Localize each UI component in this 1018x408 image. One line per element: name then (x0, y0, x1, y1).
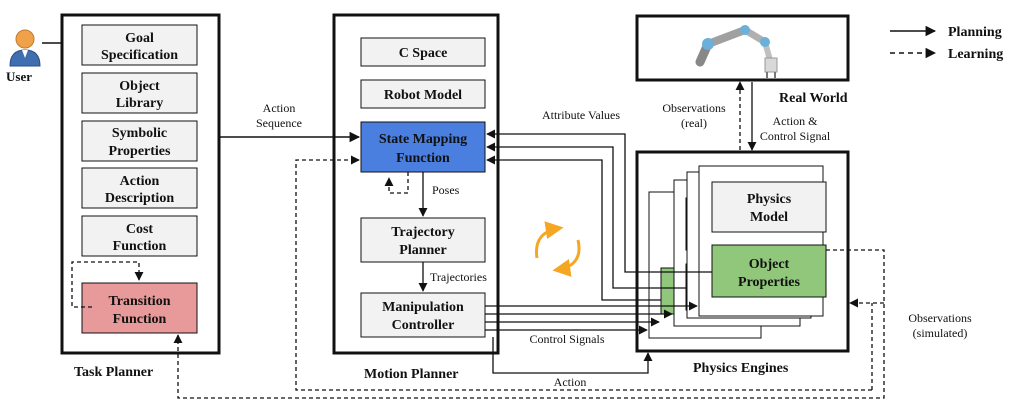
svg-text:C Space: C Space (399, 46, 448, 61)
cycle-icon (534, 221, 581, 277)
user-label: User (6, 69, 32, 84)
observations-real-label-1: Observations (662, 101, 726, 115)
state-mapping-learning-loop (384, 172, 409, 194)
task-item-action-description: Action Description (81, 167, 198, 209)
svg-text:Symbolic: Symbolic (112, 126, 167, 141)
control-signals-label: Control Signals (529, 332, 604, 346)
observations-sim-label-2: (simulated) (913, 326, 968, 340)
robot-arm-image (695, 25, 778, 78)
svg-text:Robot Model: Robot Model (384, 88, 462, 103)
svg-text:State Mapping: State Mapping (379, 132, 467, 147)
legend: Planning Learning (890, 25, 1003, 62)
svg-text:Function: Function (113, 312, 167, 327)
svg-text:Physics: Physics (747, 192, 792, 207)
svg-text:Properties: Properties (109, 144, 171, 159)
c-space-box: C Space (360, 37, 486, 67)
svg-text:Object: Object (119, 79, 160, 94)
observations-real-label-2: (real) (681, 116, 707, 130)
task-item-symbolic-properties: Symbolic Properties (81, 120, 198, 162)
legend-learning-label: Learning (948, 47, 1003, 62)
observations-sim-label-1: Observations (908, 311, 972, 325)
svg-text:Goal: Goal (125, 31, 154, 46)
svg-text:Description: Description (105, 191, 174, 206)
user-icon (9, 29, 41, 67)
svg-text:Specification: Specification (101, 48, 178, 63)
real-world-title: Real World (779, 91, 848, 106)
action-sequence-label-1: Action (263, 101, 296, 115)
svg-text:Library: Library (116, 96, 163, 111)
physics-engines-title: Physics Engines (693, 361, 789, 376)
action-sequence-label-2: Sequence (256, 116, 302, 130)
motion-planner-title: Motion Planner (364, 367, 459, 382)
trajectory-planner-box: Trajectory Planner (360, 217, 486, 263)
transition-learning-loop (71, 261, 144, 308)
svg-text:Manipulation: Manipulation (382, 300, 464, 315)
svg-text:Object: Object (749, 257, 790, 272)
control-signals-arrows (485, 301, 698, 335)
svg-text:Model: Model (750, 210, 788, 225)
svg-text:Function: Function (113, 239, 167, 254)
state-mapping-function-box: State Mapping Function (360, 121, 486, 173)
action-label: Action (554, 375, 587, 389)
poses-label: Poses (432, 183, 460, 197)
physics-model-box: Physics Model (711, 181, 827, 233)
svg-text:Controller: Controller (392, 318, 455, 333)
real-world-box (635, 14, 850, 82)
action-arrow (492, 337, 653, 374)
manipulation-controller-box: Manipulation Controller (360, 292, 486, 338)
svg-text:Cost: Cost (126, 222, 154, 237)
svg-text:Function: Function (396, 151, 450, 166)
action-control-label-1: Action & (773, 114, 819, 128)
task-item-goal: Goal Specification (81, 24, 198, 66)
attribute-values-arrows (486, 129, 712, 301)
trajectories-label: Trajectories (430, 270, 487, 284)
task-item-transition-function: Transition Function (81, 282, 198, 334)
attribute-values-label: Attribute Values (542, 108, 620, 122)
robot-model-box: Robot Model (360, 79, 486, 109)
svg-text:Properties: Properties (738, 275, 800, 290)
task-planner-title: Task Planner (74, 365, 153, 380)
svg-text:Transition: Transition (109, 294, 171, 309)
svg-text:Planner: Planner (399, 243, 446, 258)
object-properties-box: Object Properties (711, 244, 827, 298)
task-item-object-library: Object Library (81, 72, 198, 114)
observations-simulated-loops (173, 155, 885, 399)
action-control-label-2: Control Signal (760, 129, 831, 143)
svg-text:Trajectory: Trajectory (391, 225, 454, 240)
legend-planning-label: Planning (948, 25, 1002, 40)
svg-text:Action: Action (120, 174, 160, 189)
task-item-cost-function: Cost Function (81, 215, 198, 257)
